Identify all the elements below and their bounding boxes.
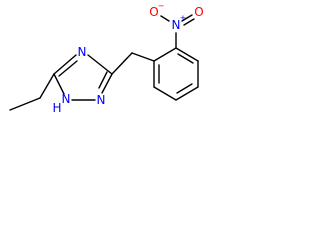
atom-n1-hydrogen: H	[52, 101, 61, 115]
bond-n4-c3	[87, 54, 113, 75]
atom-nitro-o-double: O	[194, 5, 203, 19]
bond-nitro-o-minus	[160, 15, 170, 22]
charge-nitro-o-minus: −	[158, 2, 165, 11]
bond-nitro-o-double-b	[183, 18, 195, 26]
bond-n1-c5	[53, 73, 65, 95]
bond-ring-inner-1	[177, 53, 194, 64]
atom-nitro-o-minus: O	[149, 5, 158, 19]
bond-c5-n4	[53, 54, 77, 75]
bond-c3-n2	[101, 73, 113, 94]
bond-c5-n4-double	[58, 60, 78, 77]
atom-n4: N	[78, 45, 87, 59]
bond-ethyl-ch2-c5	[39, 73, 55, 99]
bond-ring-c1-c2	[153, 47, 177, 62]
chemical-structure-diagram: N N N H N + O − O	[9, 2, 204, 115]
bond-nitro-o-double-a	[181, 14, 193, 22]
bond-c3-ch2	[111, 52, 133, 75]
bond-c3-n2-double	[98, 71, 108, 89]
atom-n2: N	[97, 93, 106, 107]
atom-n1: N	[62, 92, 71, 106]
charge-nitro-n: +	[180, 14, 187, 23]
bond-ethyl-ch3-ch2	[9, 97, 41, 111]
bond-ring-c4-c5	[175, 86, 199, 101]
bond-ring-c2-c3	[175, 47, 199, 62]
bond-ch2-phenyl	[131, 52, 155, 62]
bond-ring-inner-2	[176, 83, 193, 94]
bond-ring-c5-c6	[153, 86, 177, 101]
atom-nitro-n: N	[172, 18, 181, 32]
